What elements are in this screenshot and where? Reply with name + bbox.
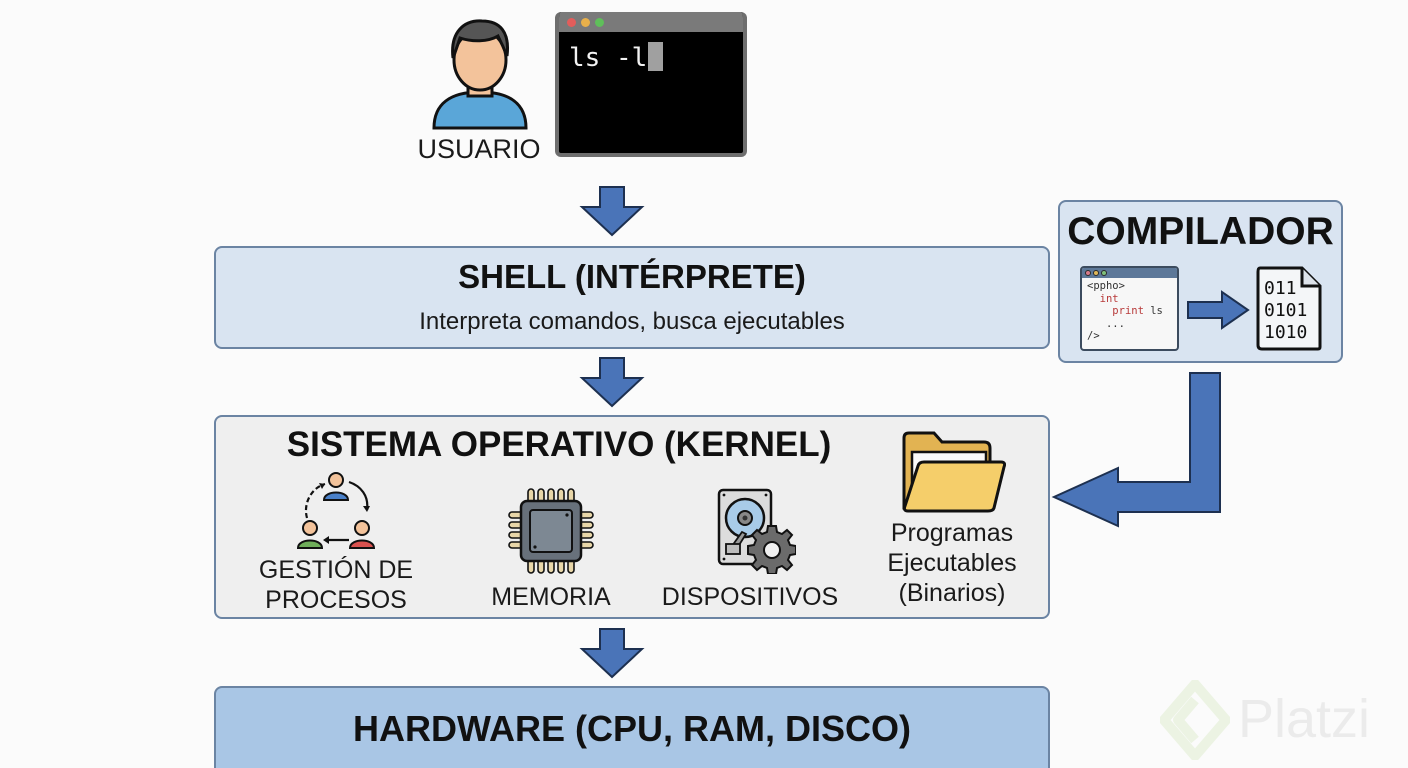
terminal-cursor [648, 42, 664, 71]
process-cycle-icon [296, 472, 376, 549]
kernel-item-processes-label: GESTIÓN DE PROCESOS [246, 555, 426, 615]
shell-subtitle: Interpreta comandos, busca ejecutables [419, 308, 845, 335]
code-line: <ppho> [1087, 280, 1125, 292]
hard-drive-gear-icon [717, 488, 796, 574]
code-line: /> [1087, 330, 1100, 342]
platzi-watermark: Platzi [1160, 680, 1400, 760]
code-dot [1093, 270, 1099, 276]
source-code-window: <ppho> int print ls ... /> [1080, 266, 1179, 351]
kernel-item-devices-label: DISPOSITIVOS [661, 583, 839, 611]
minimize-dot [581, 18, 590, 27]
terminal-prompt: ls -l [569, 42, 664, 73]
terminal-title-bar [559, 12, 743, 32]
maximize-dot [595, 18, 604, 27]
binary-line: 0101 [1264, 300, 1307, 321]
kernel-title: SISTEMA OPERATIVO (KERNEL) [286, 425, 832, 464]
label-line: GESTIÓN DE [258, 556, 414, 584]
arrow-right-icon [1187, 290, 1250, 330]
code-line: ... [1105, 317, 1125, 330]
kernel-item-memory-label: MEMORIA [491, 583, 611, 611]
shell-title: SHELL (INTÉRPRETE) [458, 258, 806, 295]
folder-icon [902, 431, 1006, 513]
arrow-compiler-to-kernel-icon [1051, 372, 1221, 528]
binary-line: 011 [1264, 278, 1297, 299]
code-line: int [1099, 292, 1119, 305]
hardware-title: HARDWARE (CPU, RAM, DISCO) [353, 708, 911, 749]
arrow-down-icon [579, 357, 645, 408]
binary-file-icon: 011 0101 1010 [1256, 266, 1322, 351]
label-line: (Binarios) [898, 579, 1006, 607]
terminal-command: ls -l [569, 43, 648, 73]
platzi-watermark-text: Platzi [1238, 689, 1371, 749]
label-line: Programas [890, 519, 1014, 547]
platzi-logo-icon [1160, 680, 1230, 760]
arrow-down-icon [579, 628, 645, 679]
chip-icon [508, 488, 594, 574]
code-line: ls [1150, 305, 1163, 317]
binary-line: 1010 [1264, 322, 1307, 343]
close-dot [567, 18, 576, 27]
user-icon [432, 19, 528, 130]
kernel-item-binaries-label: Programas Ejecutables (Binarios) [870, 518, 1034, 608]
code-line-keyword: print [1112, 305, 1144, 317]
terminal-window: ls -l [555, 12, 747, 157]
compiler-title: COMPILADOR [1067, 210, 1334, 253]
shell-box [214, 246, 1050, 349]
code-window-bar [1082, 268, 1177, 278]
code-dot [1085, 270, 1091, 276]
hardware-box [214, 686, 1050, 768]
arrow-down-icon [579, 186, 645, 237]
user-label: USUARIO [417, 134, 541, 164]
code-dot [1101, 270, 1107, 276]
source-code: <ppho> int print ls ... /> [1082, 278, 1177, 343]
label-line: PROCESOS [265, 586, 407, 614]
label-line: Ejecutables [887, 549, 1017, 577]
